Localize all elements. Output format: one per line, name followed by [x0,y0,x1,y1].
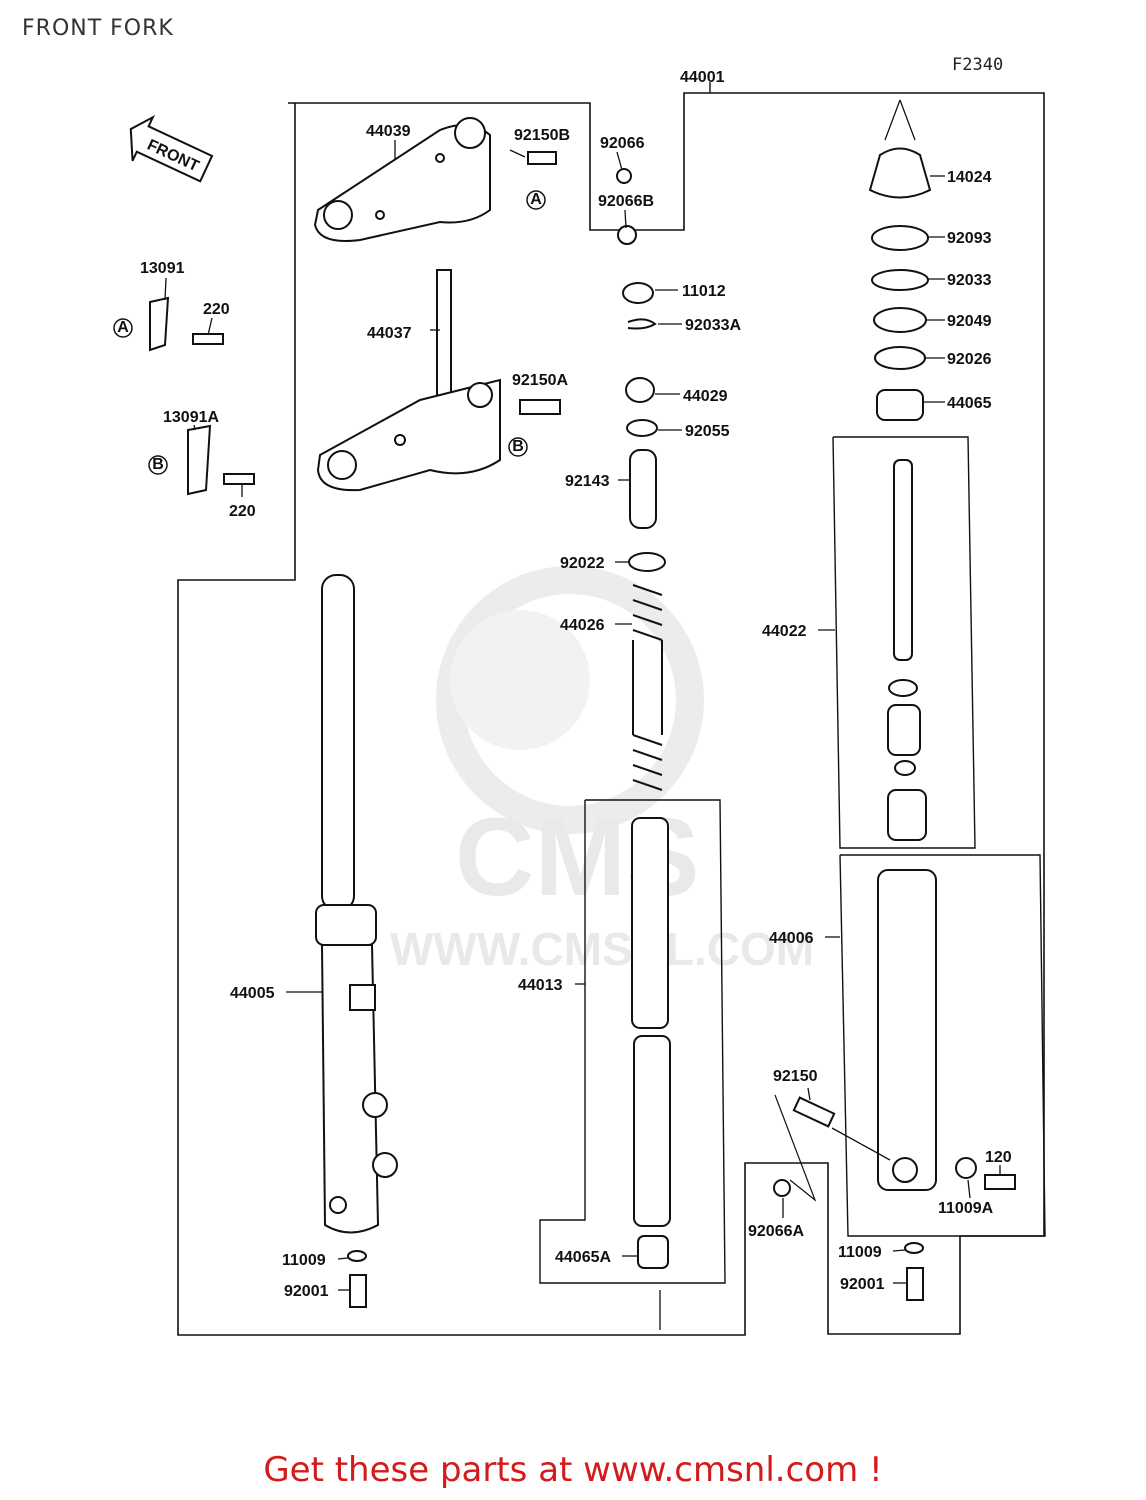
bolt-92001-left [349,1274,367,1308]
label-44065: 44065 [947,395,992,412]
label-92055: 92055 [685,423,730,440]
label-92001-right: 92001 [840,1276,885,1293]
tube-92143 [629,449,657,529]
clamp-13091A [187,424,212,496]
watermark: CMS WWW.CMSNL.COM [390,566,814,975]
washer-92049 [873,307,927,333]
lower-bracket-44037 [316,269,501,492]
ref-a-top [526,190,546,210]
label-13091: 13091 [140,260,185,277]
washer-11009-left [347,1250,367,1262]
watermark-url: WWW.CMSNL.COM [390,923,814,975]
label-44005: 44005 [230,985,275,1002]
label-44022: 44022 [762,623,807,640]
seal-14024 [868,147,932,199]
washer-92026 [874,346,926,370]
middle-parts [622,282,671,1269]
bolt-120 [984,1174,1016,1190]
outline-44022 [832,436,976,849]
bolt-220b [223,473,255,485]
label-92143: 92143 [565,473,610,490]
outer-tube-44006 [877,869,937,1191]
label-44026: 44026 [560,617,605,634]
assembly-outline-44001 [177,92,1045,1336]
label-92150: 92150 [773,1068,818,1085]
bolt-92001-right [906,1267,924,1301]
nut-92066 [616,168,632,184]
label-92066B: 92066B [598,193,654,210]
label-44006: 44006 [769,930,814,947]
ref-b-top [508,437,528,457]
label-13091A: 13091A [163,409,219,426]
label-44013: 44013 [518,977,563,994]
nut-92066A [773,1179,791,1197]
label-120: 120 [985,1149,1012,1166]
label-220b: 220 [229,503,256,520]
part-labels: 44001 44039 92150B 92066 92066B 13091 22… [140,69,1012,1300]
label-11009A: 11009A [938,1200,994,1217]
damper-upper-44013 [631,817,669,1029]
label-220a: 220 [203,301,230,318]
washer-11009A [955,1157,977,1179]
leader-lines [164,99,1001,1330]
clip-92033 [871,269,929,291]
bushing-44065 [876,389,924,421]
ref-a-top-label: A [530,191,542,208]
outline-92066A [774,1094,817,1202]
label-11009-left: 11009 [282,1252,326,1269]
label-92026: 92026 [947,351,992,368]
ring-92033A [627,318,657,330]
label-11009-right: 11009 [838,1244,882,1261]
label-92150B: 92150B [514,127,570,144]
label-92022: 92022 [560,555,605,572]
ref-a-left-label: A [117,319,129,336]
label-92033: 92033 [947,272,992,289]
ref-b-left [148,455,168,475]
label-92049: 92049 [947,313,992,330]
bolt-92150 [792,1096,836,1128]
left-fork-44005 [315,574,398,1234]
bolt-220a [192,333,224,345]
right-parts [347,147,1016,1308]
label-44065A: 44065A [555,1249,611,1266]
nut-92066B [617,225,637,245]
seal-92093 [871,225,929,251]
washer-11009-right [904,1242,924,1254]
label-92066: 92066 [600,135,645,152]
label-92066A: 92066A [748,1223,804,1240]
front-arrow: FRONT [129,114,214,183]
clamp-13091 [149,296,170,352]
spacer-44029 [625,377,655,403]
damper-lower-44013 [633,1035,671,1227]
label-14024: 14024 [947,169,992,186]
exploded-parts-diagram: CMS WWW.CMSNL.COM FRONT A B [113,69,1046,1336]
label-92150A: 92150A [512,372,568,389]
label-44001: 44001 [680,69,725,86]
oring-92055 [626,419,658,437]
figure-code: F2340 [952,55,1004,75]
label-44037: 44037 [367,325,412,342]
bolt-92150B [527,151,557,165]
spring-44026 [632,584,663,791]
ref-b-left-label: B [152,456,164,473]
ref-b-top-label: B [512,438,524,455]
cap-11012 [622,282,654,304]
label-44039: 44039 [366,123,411,140]
upper-bracket-44039 [313,117,491,242]
bolt-92150A [519,399,561,415]
label-92033A: 92033A [685,317,741,334]
label-92093: 92093 [947,230,992,247]
bushing-44065A [637,1235,669,1269]
page-title: FRONT FORK [22,16,174,41]
outline-44006 [839,854,1046,1237]
footer-promo: Get these parts at www.cmsnl.com ! [263,1450,883,1490]
ref-a-left [113,318,133,338]
cylinder-44022 [893,459,913,661]
label-11012: 11012 [682,283,726,300]
outline-44013 [539,799,726,1284]
label-44029: 44029 [683,388,728,405]
label-92001-left: 92001 [284,1283,329,1300]
washer-92022 [628,552,666,572]
